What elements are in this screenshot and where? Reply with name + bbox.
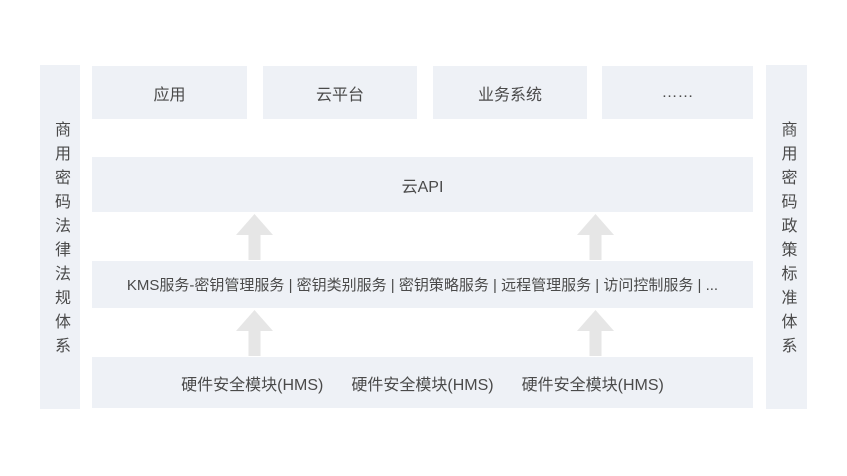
- kms-services-layer: KMS服务-密钥管理服务 | 密钥类别服务 | 密钥策略服务 | 远程管理服务 …: [92, 261, 753, 308]
- up-arrow-icon: [236, 310, 273, 356]
- cloud-api-layer: 云API: [92, 157, 753, 212]
- up-arrow-icon: [577, 214, 614, 260]
- up-arrow-icon: [577, 310, 614, 356]
- top-box-business-system: 业务系统: [433, 66, 587, 119]
- top-box-cloud-platform: 云平台: [263, 66, 417, 119]
- hms-modules-layer: 硬件安全模块(HMS) 硬件安全模块(HMS) 硬件安全模块(HMS): [92, 357, 753, 408]
- left-pillar-laws-regulations: 商用密码法律法规体系: [40, 65, 80, 409]
- hms-module: 硬件安全模块(HMS): [521, 376, 664, 394]
- hms-module: 硬件安全模块(HMS): [181, 376, 324, 394]
- hms-module: 硬件安全模块(HMS): [351, 376, 494, 394]
- right-pillar-label: 商用密码政策标准体系: [778, 121, 796, 361]
- right-pillar-policy-standards: 商用密码政策标准体系: [766, 65, 807, 409]
- top-box-application: 应用: [92, 66, 247, 119]
- left-pillar-label: 商用密码法律法规体系: [52, 121, 69, 361]
- up-arrow-icon: [236, 214, 273, 260]
- top-box-ellipsis: ……: [602, 66, 753, 119]
